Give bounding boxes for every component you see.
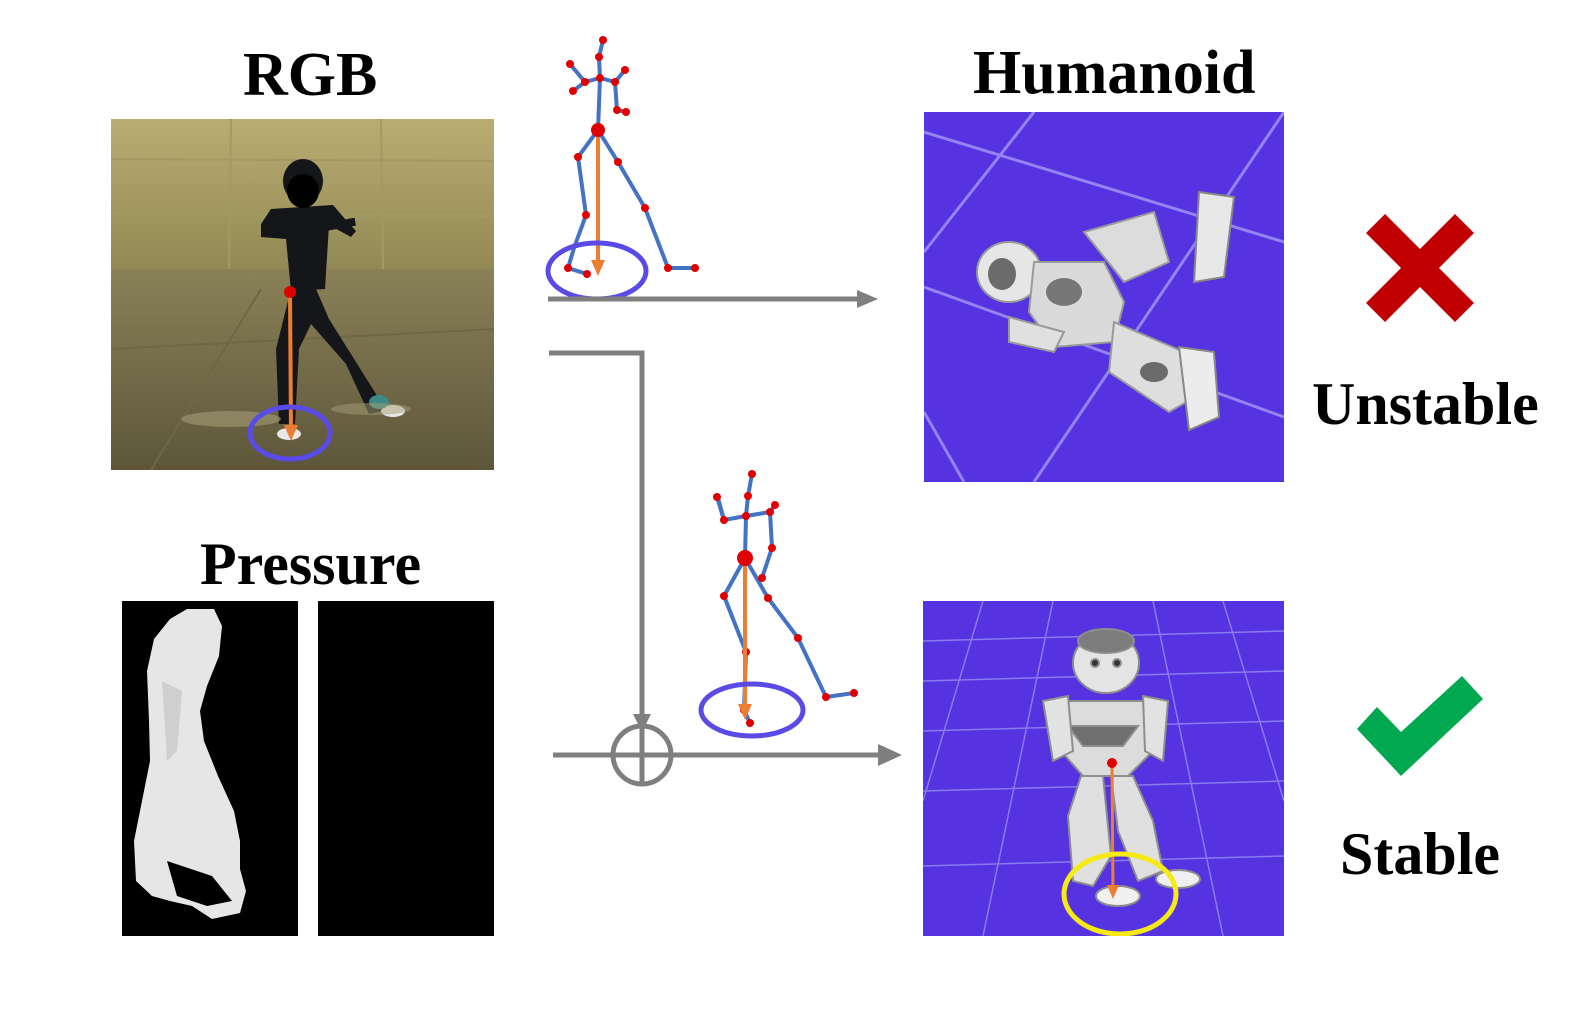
humanoid-label: Humanoid	[973, 39, 1256, 107]
arrowhead-down	[633, 714, 651, 732]
humanoid-sim-stable	[923, 601, 1284, 936]
skeleton-pose-rgb-only	[545, 36, 699, 302]
check-mark-icon	[1357, 676, 1483, 776]
arrowhead-top	[857, 290, 878, 308]
arrowhead-bottom	[878, 744, 902, 766]
unstable-label: Unstable	[1312, 371, 1539, 437]
flow-connector-branch	[549, 350, 645, 718]
pressure-map-right	[318, 601, 494, 936]
rgb-image	[111, 119, 494, 470]
humanoid-sim-unstable	[924, 112, 1284, 482]
pressure-map-left	[122, 601, 298, 936]
skeleton-pose-fused	[698, 470, 858, 739]
stable-label: Stable	[1340, 821, 1501, 887]
rgb-label: RGB	[243, 41, 378, 109]
fusion-plus-icon	[610, 723, 674, 787]
pressure-label: Pressure	[200, 531, 422, 597]
cross-mark-icon	[1366, 214, 1474, 322]
